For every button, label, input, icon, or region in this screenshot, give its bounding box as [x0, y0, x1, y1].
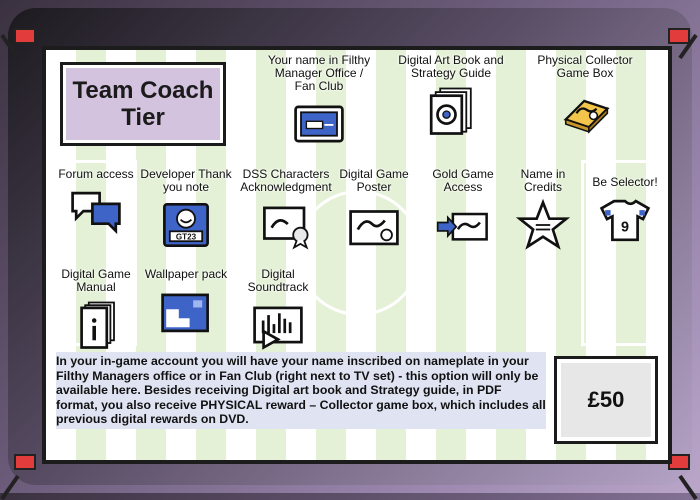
artbook-icon [429, 87, 472, 135]
tier-description: In your in-game account you will have yo… [56, 352, 546, 429]
star-icon [515, 198, 571, 250]
corner-flag-top-right [656, 26, 698, 60]
thank-you-note-icon: GT23 [163, 202, 209, 248]
reward-selector: Be Selector! 9 [580, 168, 668, 252]
tier-title: Team Coach Tier [72, 77, 214, 131]
reward-game-box: Physical Collector Game Box [530, 54, 640, 143]
jersey-number: 9 [621, 220, 629, 236]
price-box: £50 [554, 356, 658, 444]
reward-label: Be Selector! [592, 175, 658, 189]
reward-forum: Forum access [54, 168, 138, 244]
reward-soundtrack: Digital Soundtrack [232, 268, 324, 357]
reward-nameplate: Your name in Filthy Manager Office / Fan… [264, 54, 374, 156]
gold-access-icon [436, 212, 488, 241]
reward-label: Gold Game Access [432, 167, 494, 194]
corner-flag-bottom-left [0, 444, 44, 500]
game-box-icon [563, 99, 610, 134]
penalty-box-right [581, 160, 668, 346]
reward-manual: Digital Game Manual [54, 268, 138, 357]
soundtrack-icon [253, 306, 303, 350]
note-badge-text: GT23 [176, 232, 197, 241]
tier-title-box: Team Coach Tier [60, 62, 226, 146]
reward-label: Physical Collector Game Box [537, 53, 633, 80]
reward-label: Digital Game Manual [61, 267, 131, 294]
tier-card: Team Coach Tier Your name in Filthy Mana… [0, 8, 698, 500]
wallpaper-icon [161, 293, 209, 333]
price-label: £50 [587, 387, 625, 412]
certificate-icon [263, 206, 309, 250]
reward-label: DSS Characters Acknowledgment [240, 167, 332, 194]
reward-wallpaper: Wallpaper pack [140, 268, 232, 344]
reward-gold-access: Gold Game Access [416, 168, 510, 257]
reward-thank-you-note: Developer Thank you note GT23 [140, 168, 232, 257]
reward-poster: Digital Game Poster [332, 168, 416, 257]
forum-icon [71, 191, 121, 235]
reward-credits: Name in Credits [506, 168, 580, 257]
manual-icon [80, 301, 115, 349]
jersey-icon: 9 [599, 199, 651, 242]
reward-artbook: Digital Art Book and Strategy Guide [396, 54, 506, 143]
reward-dss-acknowledgment: DSS Characters Acknowledgment [232, 168, 340, 257]
corner-flag-top-left [0, 26, 44, 60]
pitch-panel: Team Coach Tier Your name in Filthy Mana… [42, 46, 672, 464]
reward-label: Developer Thank you note [140, 167, 232, 194]
poster-icon [349, 210, 399, 246]
reward-label: Digital Art Book and Strategy Guide [398, 53, 504, 80]
nameplate-icon [294, 105, 344, 143]
reward-label: Digital Soundtrack [247, 267, 309, 294]
reward-label: Your name in Filthy Manager Office / Fan… [267, 53, 371, 93]
reward-label: Name in Credits [520, 167, 566, 194]
reward-label: Wallpaper pack [144, 267, 228, 281]
reward-label: Forum access [58, 167, 134, 181]
center-circle [296, 190, 422, 316]
reward-label: Digital Game Poster [339, 167, 409, 194]
